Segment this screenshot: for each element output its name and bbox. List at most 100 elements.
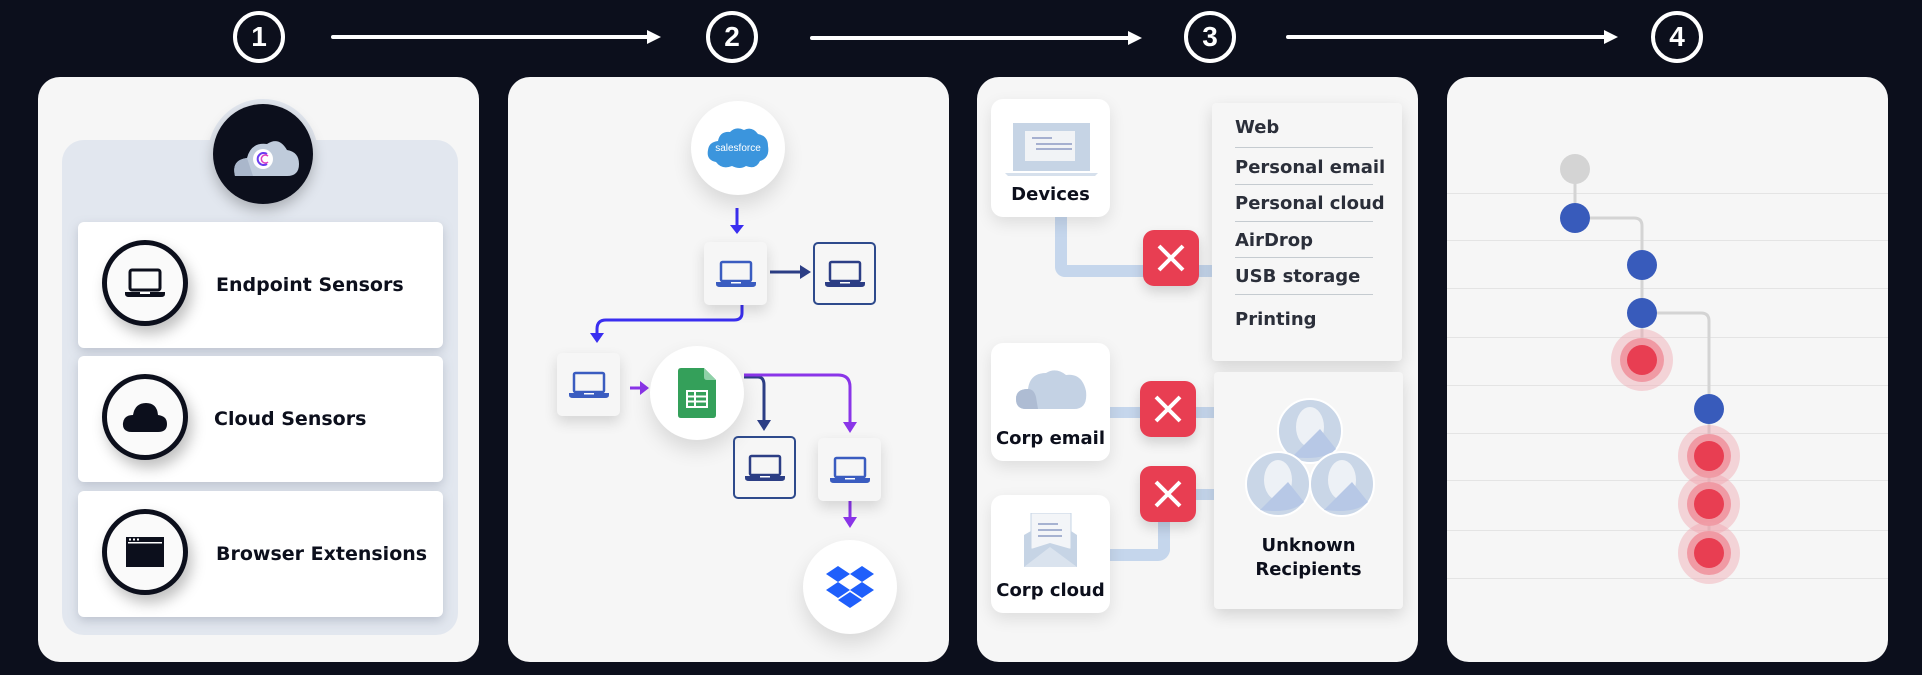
source-card-corp-cloud[interactable]: Corp cloud bbox=[991, 495, 1110, 613]
row-divider bbox=[1447, 530, 1888, 531]
arrow-laptop-to-dropbox bbox=[843, 500, 857, 528]
device-node-lower[interactable] bbox=[818, 438, 881, 501]
timeline-node-safe[interactable] bbox=[1694, 394, 1724, 424]
salesforce-node[interactable]: salesforce bbox=[691, 101, 785, 195]
google-sheets-node[interactable] bbox=[650, 346, 744, 440]
row-divider bbox=[1447, 578, 1888, 579]
panel-sensors: Endpoint Sensors Cloud Sensors Browser E… bbox=[38, 77, 479, 662]
salesforce-logo: salesforce bbox=[707, 128, 769, 168]
sensor-card-endpoint[interactable]: Endpoint Sensors bbox=[78, 222, 443, 348]
laptop-icon bbox=[829, 456, 870, 483]
step-3-badge: 3 bbox=[1184, 11, 1236, 63]
step-1-badge: 1 bbox=[233, 11, 285, 63]
arrow-salesforce-to-laptop bbox=[730, 208, 744, 234]
step-number: 1 bbox=[251, 21, 267, 52]
step-arrow-3-4 bbox=[1286, 30, 1618, 44]
divider bbox=[1235, 294, 1373, 295]
arrow-sheets-to-laptop bbox=[744, 373, 857, 433]
browser-window-icon bbox=[126, 537, 164, 567]
row-divider bbox=[1447, 288, 1888, 289]
step-4-badge: 4 bbox=[1651, 11, 1703, 63]
cloud-icon bbox=[1016, 370, 1087, 409]
close-x-icon bbox=[1154, 480, 1182, 508]
arrow-laptop-to-left-laptop bbox=[590, 305, 744, 343]
hub-node bbox=[213, 104, 313, 204]
arrow-sheets-to-outlined-laptop bbox=[744, 375, 771, 431]
step-arrow-1-2 bbox=[331, 30, 661, 44]
laptop-icon bbox=[744, 454, 785, 481]
row-divider bbox=[1447, 193, 1888, 194]
laptop-icon bbox=[568, 371, 609, 398]
arrow-laptop-to-outlined-laptop bbox=[770, 265, 811, 279]
close-x-icon bbox=[1154, 395, 1182, 423]
sensor-icon-wrap bbox=[102, 240, 188, 326]
connector-devices-vertical bbox=[1055, 217, 1067, 277]
sensor-label: Browser Extensions bbox=[216, 543, 428, 565]
google-sheets-icon bbox=[678, 368, 716, 418]
cloud-icon bbox=[122, 403, 167, 432]
hub-ring bbox=[208, 99, 318, 209]
divider bbox=[1235, 147, 1373, 148]
unknown-recipients-card: Unknown Recipients bbox=[1214, 372, 1403, 609]
sensor-card-cloud[interactable]: Cloud Sensors bbox=[78, 356, 443, 482]
panel-risk-timeline bbox=[1447, 77, 1888, 662]
dropbox-icon bbox=[826, 566, 874, 608]
timeline-edges bbox=[1573, 169, 1711, 553]
block-icon-corp-cloud bbox=[1140, 466, 1196, 522]
sensor-label: Cloud Sensors bbox=[214, 408, 367, 430]
row-divider bbox=[1447, 480, 1888, 481]
timeline-node-neutral[interactable] bbox=[1560, 154, 1590, 184]
destination-list: Web Personal email Personal cloud AirDro… bbox=[1212, 103, 1402, 361]
timeline-node-risk[interactable] bbox=[1694, 489, 1724, 519]
laptop-icon bbox=[125, 268, 165, 297]
block-icon-corp-email bbox=[1140, 381, 1196, 437]
destination-item: AirDrop bbox=[1235, 230, 1314, 251]
destination-item: Web bbox=[1235, 117, 1280, 138]
block-icon-devices bbox=[1143, 230, 1199, 286]
panel-data-lineage: salesforce bbox=[508, 77, 949, 662]
step-arrow-2-3 bbox=[810, 31, 1142, 45]
source-card-corp-email[interactable]: Corp email bbox=[991, 343, 1110, 461]
destination-item: Personal email bbox=[1235, 157, 1386, 178]
source-label: Corp cloud bbox=[996, 580, 1105, 601]
device-node-outlined-lower[interactable] bbox=[733, 436, 796, 499]
recipients-group-icon bbox=[1245, 398, 1375, 517]
recipients-label-line-2: Recipients bbox=[1255, 559, 1362, 580]
sensor-label: Endpoint Sensors bbox=[216, 274, 404, 296]
device-node-primary[interactable] bbox=[704, 242, 767, 305]
step-number: 3 bbox=[1202, 21, 1218, 52]
salesforce-label: salesforce bbox=[715, 143, 761, 154]
destination-item: USB storage bbox=[1235, 266, 1361, 287]
timeline-edge bbox=[1575, 216, 1644, 265]
laptop-icon bbox=[715, 260, 756, 287]
cyberhaven-cloud-icon bbox=[234, 141, 299, 176]
sensor-icon-wrap bbox=[102, 509, 188, 595]
lineage-arrows bbox=[590, 208, 857, 528]
panel-policy-blocking: Devices Corp email Corp cloud Web Person… bbox=[977, 77, 1418, 662]
destination-item: Printing bbox=[1235, 309, 1317, 330]
connector-corp-cloud-to-recipients bbox=[1177, 489, 1217, 500]
arrow-laptop-to-sheets bbox=[630, 381, 649, 395]
timeline-node-safe[interactable] bbox=[1627, 250, 1657, 280]
timeline-node-safe[interactable] bbox=[1560, 203, 1590, 233]
timeline-node-safe[interactable] bbox=[1627, 298, 1657, 328]
dropbox-node[interactable] bbox=[803, 540, 897, 634]
timeline-node-risk[interactable] bbox=[1694, 441, 1724, 471]
sensor-icon-wrap bbox=[102, 374, 188, 460]
sensor-card-browser[interactable]: Browser Extensions bbox=[78, 491, 443, 617]
row-divider bbox=[1447, 385, 1888, 386]
divider bbox=[1235, 257, 1373, 258]
device-node-left[interactable] bbox=[557, 353, 620, 416]
source-card-devices[interactable]: Devices bbox=[991, 99, 1110, 217]
row-divider bbox=[1447, 433, 1888, 434]
recipients-label-line-1: Unknown bbox=[1261, 535, 1356, 556]
step-number: 4 bbox=[1669, 21, 1685, 52]
device-node-secondary[interactable] bbox=[813, 242, 876, 305]
laptop-icon bbox=[824, 260, 865, 287]
timeline-node-risk[interactable] bbox=[1694, 538, 1724, 568]
divider bbox=[1235, 221, 1373, 222]
step-number: 2 bbox=[724, 21, 740, 52]
row-divider bbox=[1447, 337, 1888, 338]
divider bbox=[1235, 184, 1373, 185]
timeline-node-risk[interactable] bbox=[1627, 345, 1657, 375]
